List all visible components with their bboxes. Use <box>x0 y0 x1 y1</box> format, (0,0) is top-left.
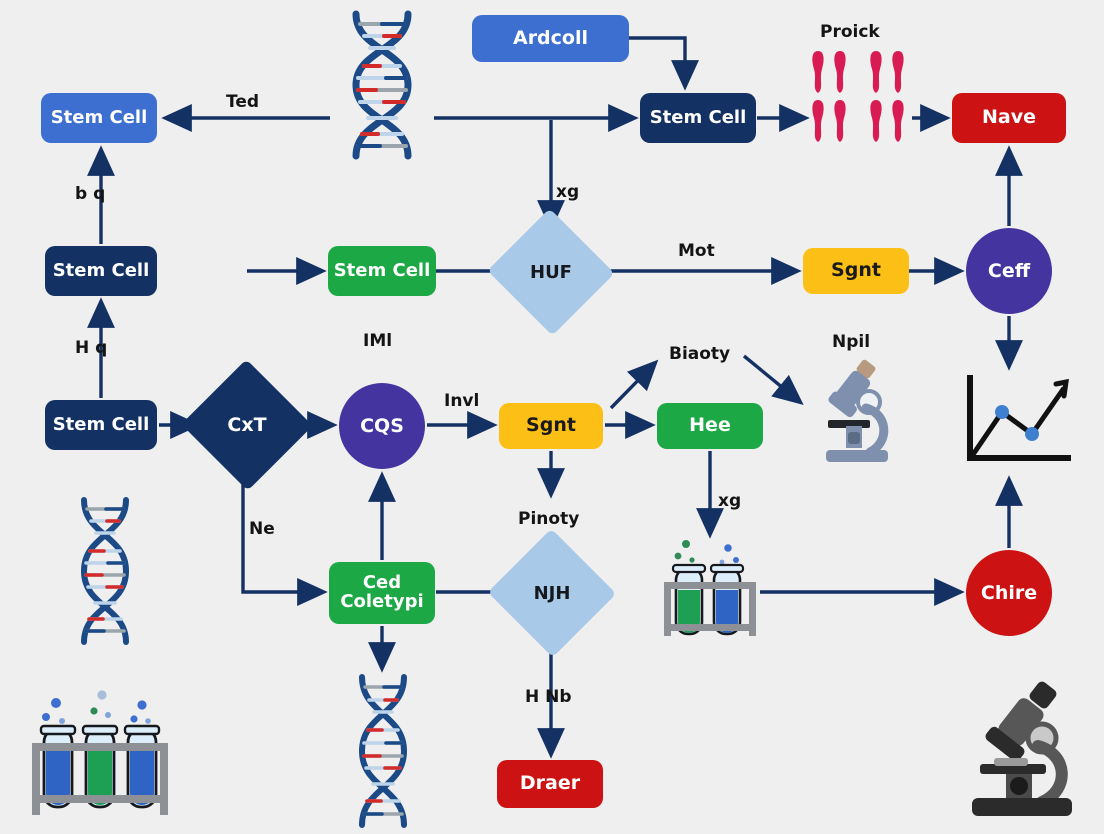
node-chire[interactable]: Chire <box>966 550 1052 636</box>
test-tube-rack-icon <box>30 685 170 817</box>
node-stem-cell-top[interactable]: Stem Cell <box>640 93 756 143</box>
node-cxt[interactable]: CxT <box>181 359 313 491</box>
node-label: Nave <box>982 106 1036 129</box>
chromosome-icon <box>808 48 912 143</box>
node-label: Ceff <box>987 260 1031 282</box>
node-ced-coletypi[interactable]: Ced Coletypi <box>329 562 435 624</box>
microscope-icon <box>812 358 900 470</box>
microscope-icon <box>960 680 1088 820</box>
edge-ardcoll-to-stemcell-top <box>629 36 699 91</box>
node-stem-cell-green[interactable]: Stem Cell <box>328 246 436 296</box>
edge-biaoty-to-microscope <box>742 354 804 406</box>
microscope-caption: Npil <box>832 332 871 352</box>
node-huf[interactable]: HUF <box>487 208 615 336</box>
edge-label-xg-mid: xg <box>718 491 742 511</box>
node-stem-cell-top-left[interactable]: Stem Cell <box>41 93 157 143</box>
node-label: Ardcoll <box>512 26 589 49</box>
node-label: Stem Cell <box>52 259 150 281</box>
node-label: CxT <box>227 414 267 436</box>
edge-label-invl: Invl <box>444 391 480 411</box>
dna-helix-icon <box>70 495 140 647</box>
edge-label-hq: H q <box>75 338 108 358</box>
edge-sgnt-mid-to-biaoty <box>609 359 659 410</box>
edge-label-xg-top: xg <box>556 182 580 202</box>
node-draer[interactable]: Draer <box>497 760 603 808</box>
node-nave[interactable]: Nave <box>952 93 1066 143</box>
node-cqs[interactable]: CQS <box>339 383 425 469</box>
dna-helix-icon <box>336 8 428 163</box>
node-label: Draer <box>519 772 581 795</box>
node-njh[interactable]: NJH <box>487 528 617 658</box>
node-ardcoll[interactable]: Ardcoll <box>472 15 629 62</box>
node-sgnt-top[interactable]: Sgnt <box>803 248 909 294</box>
node-label: Ced Coletypi <box>340 572 424 612</box>
node-label: Stem Cell <box>649 106 747 128</box>
node-ceff[interactable]: Ceff <box>966 228 1052 314</box>
edge-label-iml: IMl <box>363 331 393 351</box>
test-tube-rack-icon <box>662 534 758 636</box>
node-label: Chire <box>980 582 1038 604</box>
node-label: Stem Cell <box>333 259 431 281</box>
node-label: Hee <box>689 414 731 437</box>
line-chart-icon <box>960 372 1078 474</box>
node-label: Stem Cell <box>52 413 150 435</box>
node-label: Sgnt <box>526 414 576 437</box>
node-hee[interactable]: Hee <box>657 403 763 449</box>
node-sgnt-mid[interactable]: Sgnt <box>499 403 603 449</box>
chromosome-caption: Proick <box>820 22 880 42</box>
node-label: CQS <box>360 415 404 437</box>
edge-label-bq: b q <box>75 184 106 204</box>
node-stem-cell-mid-left[interactable]: Stem Cell <box>45 246 157 296</box>
node-label: HUF <box>530 261 572 283</box>
edge-label-biaoty: Biaoty <box>669 344 731 364</box>
edge-label-hnb: H Nb <box>525 687 572 707</box>
edge-label-mot: Mot <box>678 241 715 261</box>
node-label: NJH <box>533 582 571 604</box>
edge-label-pinoty: Pinoty <box>518 509 580 529</box>
node-stem-cell-bottom-left[interactable]: Stem Cell <box>45 400 157 450</box>
edge-label-ted: Ted <box>226 92 260 112</box>
node-label: Stem Cell <box>50 106 148 128</box>
node-label: Sgnt <box>831 259 881 282</box>
dna-helix-icon <box>348 672 418 830</box>
edge-label-ne: Ne <box>249 519 275 539</box>
